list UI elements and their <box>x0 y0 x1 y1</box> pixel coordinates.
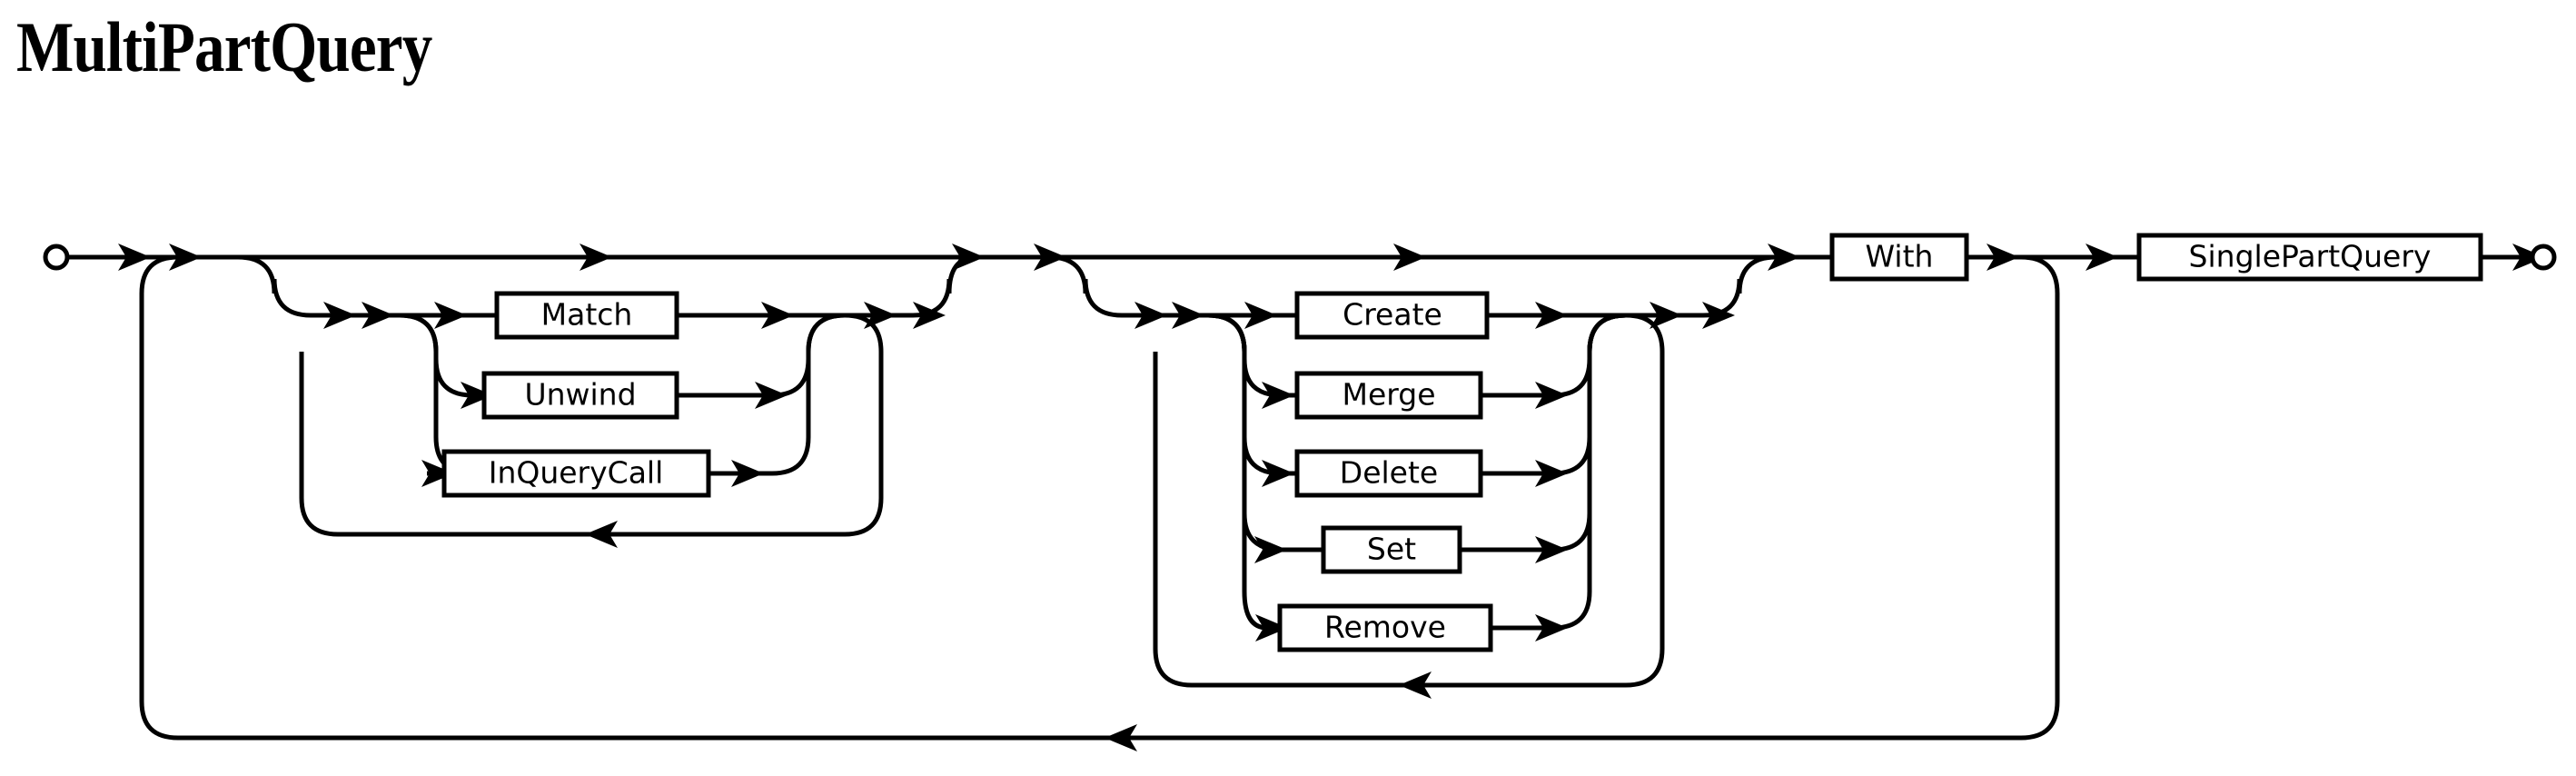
updating-group-exit <box>1626 244 1800 329</box>
term-merge-label: Merge <box>1342 377 1435 413</box>
term-delete[interactable]: Delete <box>1294 449 1483 498</box>
term-singlepartquery-label: SinglePartQuery <box>2189 239 2432 274</box>
updating-choice-fanout <box>1207 302 1323 642</box>
term-create[interactable]: Create <box>1294 291 1490 340</box>
reading-group-exit <box>845 244 985 329</box>
reading-repeat-loop <box>299 313 884 548</box>
page-title: MultiPartQuery <box>16 7 432 86</box>
updating-group-bypass <box>976 244 1780 271</box>
term-inquerycall-label: InQueryCall <box>489 455 664 491</box>
end-endpoint <box>2481 244 2557 271</box>
updating-choice-fanin <box>1460 302 1627 642</box>
term-set-label: Set <box>1367 532 1416 567</box>
term-singlepartquery[interactable]: SinglePartQuery <box>2136 233 2483 282</box>
term-create-label: Create <box>1342 297 1442 333</box>
term-delete-label: Delete <box>1340 455 1438 491</box>
term-unwind[interactable]: Unwind <box>481 371 679 420</box>
term-inquerycall[interactable]: InQueryCall <box>441 449 711 498</box>
term-unwind-label: Unwind <box>524 377 636 413</box>
reading-group-bypass <box>238 244 976 271</box>
term-with-label: With <box>1866 239 1934 274</box>
term-match-label: Match <box>541 297 633 333</box>
updating-group-entry <box>1048 254 1208 329</box>
term-remove-label: Remove <box>1324 610 1446 645</box>
term-with[interactable]: With <box>1780 233 1969 282</box>
outer-loop-tap <box>178 244 2139 751</box>
term-set[interactable]: Set <box>1321 525 1462 574</box>
start-endpoint <box>43 244 178 271</box>
reading-choice-fanin <box>677 302 846 487</box>
outer-fork <box>139 244 238 741</box>
term-merge[interactable]: Merge <box>1294 371 1483 420</box>
reading-group-entry <box>237 254 400 329</box>
term-remove[interactable]: Remove <box>1277 603 1493 652</box>
term-match[interactable]: Match <box>494 291 679 340</box>
